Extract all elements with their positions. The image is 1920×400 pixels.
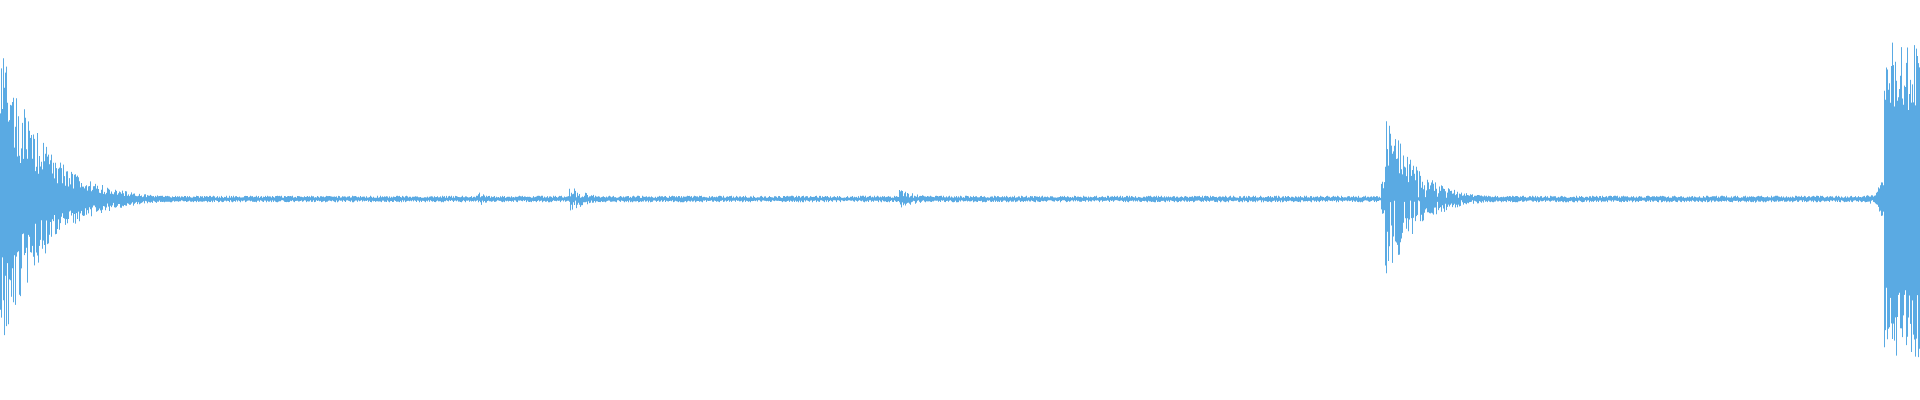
waveform-samples: [0, 42, 1920, 358]
waveform-trace: [0, 42, 1920, 358]
